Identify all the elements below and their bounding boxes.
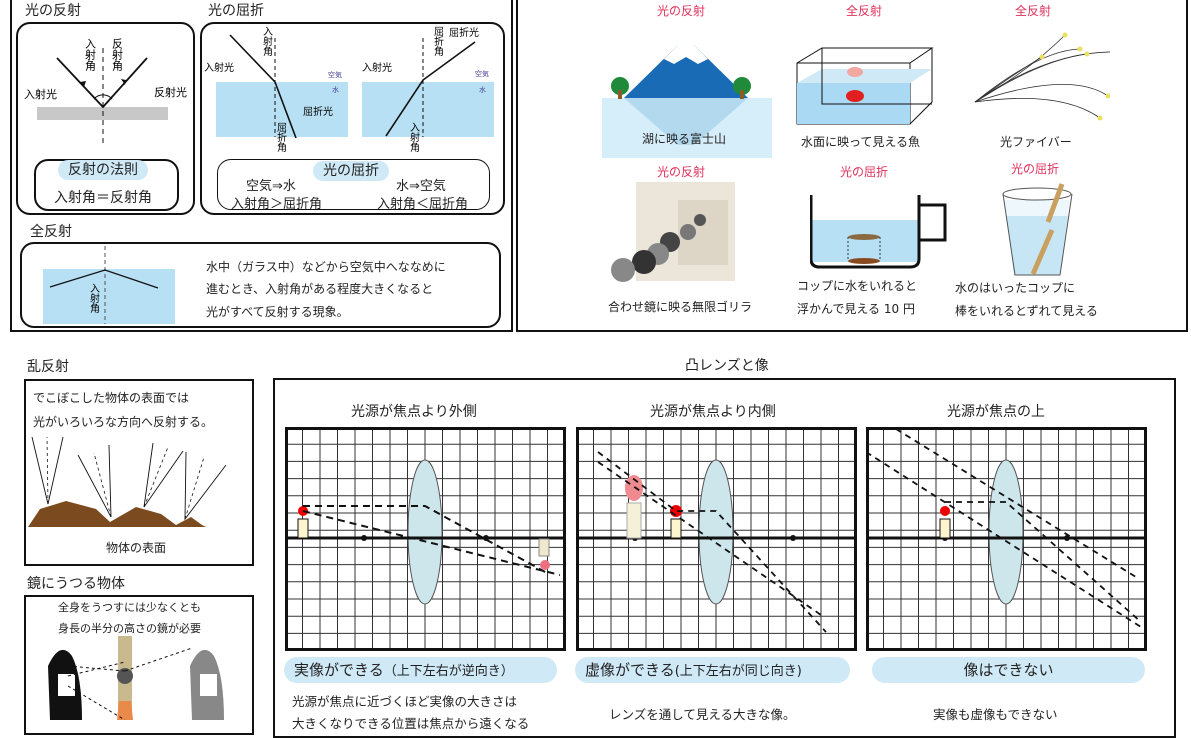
refraction-incident-light-2: 入射光 — [362, 61, 392, 74]
case1-result-main: 実像ができる — [294, 661, 384, 679]
case2-result-note: (上下左右が同じ向き) — [674, 664, 802, 679]
refraction-incident-angle-2: 入射角 — [408, 122, 420, 153]
mirror-heading: 鏡にうつる物体 — [27, 576, 125, 592]
case1-result-note: （上下左右が逆向き） — [383, 664, 514, 679]
optics-basics-panel — [10, 0, 513, 332]
example-tag-2: 全反射 — [846, 4, 883, 18]
example-caption-2: 水面に映って見える魚 — [801, 135, 921, 149]
refraction-air-2: 空気 — [475, 69, 489, 78]
examples-panel — [516, 0, 1188, 332]
refraction-incident-light: 入射光 — [204, 61, 234, 74]
optical-fiber-illustration — [974, 32, 1110, 121]
refraction-rule2-b: 入射角＜屈折角 — [377, 197, 469, 212]
case2-desc-1: レンズを通して見える大きな像。 — [609, 707, 796, 722]
example-caption-5a: コップに水をいれると — [797, 279, 918, 293]
example-caption-6b: 棒をいれるとずれて見える — [955, 304, 1098, 318]
reflection-law: 入射角＝反射角 — [54, 190, 152, 206]
case3-result-main: 像はできない — [963, 661, 1054, 679]
refraction-rule-box — [217, 159, 490, 210]
refraction-diagram: 入射角 入射光 空気 水 屈折光 屈折角 屈折角 屈折光 入射光 空気 水 入射… — [204, 26, 494, 153]
refraction-rule1-b: 入射角＞屈折角 — [231, 197, 323, 212]
refracted-light-label: 屈折光 — [303, 105, 333, 118]
example-caption-4: 合わせ鏡に映る無限ゴリラ — [608, 300, 753, 314]
mirror-text-1: 全身をうつすには少なくとも — [58, 601, 201, 614]
diffuse-text-2: 光がいろいろな方向へ反射する。 — [33, 415, 214, 429]
tr-incident-angle: 入射角 — [88, 283, 100, 314]
reflection-law-title: 反射の法則 — [58, 160, 148, 180]
case3-title: 光源が焦点の上 — [947, 404, 1045, 420]
refract-angle-label: 屈折角 — [275, 122, 287, 153]
diffuse-heading: 乱反射 — [27, 359, 69, 375]
refraction-heading: 光の屈折 — [208, 3, 264, 19]
refraction-rule1-a: 空気⇒水 — [246, 179, 296, 194]
example-caption-3: 光ファイバー — [1000, 135, 1072, 149]
diffuse-diagram — [28, 436, 227, 527]
gorilla-mirror-illustration — [611, 182, 735, 282]
diffuse-box — [24, 379, 254, 566]
mirror-diagram — [48, 636, 224, 720]
total-reflection-text-2: 進むとき、入射角がある程度大きくなると — [206, 282, 434, 296]
refraction-rule2-a: 水⇒空気 — [396, 179, 446, 194]
incident-light-label: 入射光 — [24, 87, 57, 101]
refraction-air: 空気 — [328, 70, 342, 79]
example-caption-5b: 浮かんで見える 10 円 — [797, 302, 915, 316]
refracted-light-label-2: 屈折光 — [449, 26, 479, 39]
total-reflection-text-3: 光がすべて反射する現象。 — [206, 305, 349, 319]
case2-result-main: 虚像ができる — [585, 661, 675, 679]
case1-ray-diagram — [285, 427, 566, 651]
case1-desc-2: 大きくなりできる位置は焦点から遠くなる — [292, 716, 530, 731]
example-tag-4: 光の反射 — [657, 165, 706, 179]
refraction-box — [200, 22, 505, 215]
example-tag-1: 光の反射 — [657, 4, 706, 18]
example-tag-3: 全反射 — [1015, 4, 1052, 18]
surface-label: 物体の表面 — [106, 541, 167, 555]
lens-heading: 凸レンズと像 — [685, 358, 769, 374]
reflected-light-label: 反射光 — [154, 85, 187, 99]
reflection-heading: 光の反射 — [25, 3, 81, 19]
case1-title: 光源が焦点より外側 — [351, 404, 477, 420]
case2-ray-diagram — [576, 427, 857, 651]
case2-title: 光源が焦点より内側 — [650, 404, 776, 420]
refraction-water: 水 — [332, 85, 339, 94]
example-tag-6: 光の屈折 — [1011, 162, 1060, 176]
refract-angle-label-2: 屈折角 — [432, 26, 444, 57]
case2-result: 虚像ができる(上下左右が同じ向き) — [575, 657, 850, 683]
refraction-water-2: 水 — [479, 85, 486, 94]
refraction-incident-angle: 入射角 — [261, 26, 273, 57]
reflect-angle-label: 反射角 — [111, 38, 124, 72]
incident-angle-label: 入射角 — [84, 38, 97, 72]
coin-cup-illustration — [810, 195, 947, 269]
total-reflection-box — [20, 242, 501, 328]
case3-desc-1: 実像も虚像もできない — [933, 707, 1058, 722]
total-reflection-text-1: 水中（ガラス中）などから空気中へななめに — [206, 260, 446, 274]
case3-ray-diagram — [866, 427, 1147, 651]
total-reflection-heading: 全反射 — [30, 224, 72, 240]
example-caption-1: 湖に映る富士山 — [642, 132, 727, 146]
case1-desc-1: 光源が焦点に近づくほど実像の大きさは — [292, 694, 518, 709]
total-reflection-diagram: 入射角 — [43, 246, 175, 324]
example-caption-6a: 水のはいったコップに — [955, 281, 1076, 295]
stick-glass-illustration — [1002, 182, 1073, 276]
example-tag-5: 光の屈折 — [840, 165, 889, 179]
mirror-text-2: 身長の半分の高さの鏡が必要 — [58, 622, 201, 635]
fuji-lake-illustration — [602, 45, 772, 158]
reflection-diagram: 入射角 反射角 入射光 反射光 — [24, 38, 187, 147]
fish-tank-illustration — [796, 47, 934, 125]
reflection-box — [16, 22, 195, 215]
case1-result: 実像ができる（上下左右が逆向き） — [284, 657, 557, 683]
case3-result: 像はできない — [872, 657, 1145, 683]
refraction-rule-title: 光の屈折 — [313, 161, 389, 181]
diffuse-text-1: でこぼこした物体の表面では — [33, 391, 190, 405]
